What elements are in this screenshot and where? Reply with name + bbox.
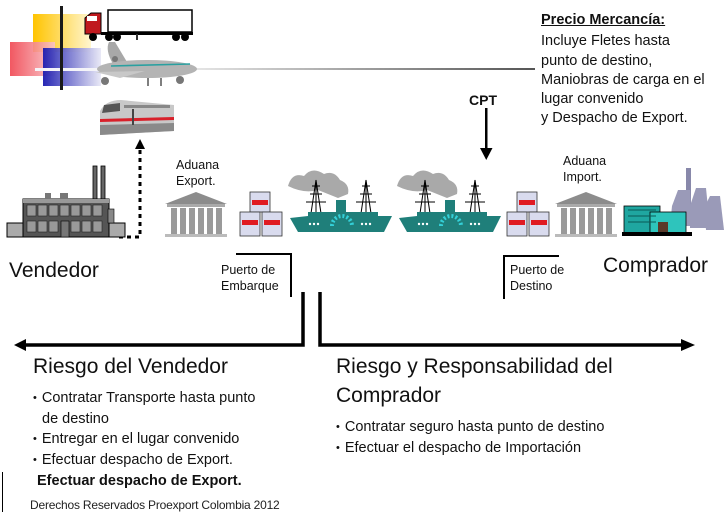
destination-port-line2: Destino	[510, 279, 553, 293]
containers-destination-icon	[506, 191, 550, 237]
seller-risk-list: Contratar Transporte hasta punto de dest…	[33, 388, 256, 471]
incoterm-label: CPT	[469, 92, 497, 108]
buyer-risk-title-line1: Riesgo y Responsabilidad del	[336, 355, 613, 378]
customs-import-building-icon	[555, 192, 617, 237]
destination-port-line1: Puerto de	[510, 263, 565, 277]
destination-port-label: Puerto de Destino	[510, 262, 564, 294]
buyer-risk-list: Contratar seguro hasta punto de destino …	[336, 417, 605, 459]
destination-port-bracket	[503, 255, 559, 299]
train-icon	[100, 100, 174, 135]
price-line: y Despacho de Export.	[541, 110, 688, 126]
seller-risk-title: Riesgo del Vendedor	[33, 355, 228, 378]
factory-icon	[6, 165, 126, 238]
origin-port-bracket	[236, 253, 292, 297]
seller-risk-item: Efectuar despacho de Export.	[33, 450, 255, 471]
divider-line	[175, 68, 535, 70]
customs-import-line2: Import.	[563, 170, 602, 184]
seller-risk-item-continuation: de destino	[42, 411, 109, 427]
seller-risk-item: Contratar Transporte hasta punto	[33, 388, 256, 409]
price-line: lugar convenido	[541, 91, 644, 107]
copyright-footer: Derechos Reservados Proexport Colombia 2…	[30, 498, 280, 512]
price-title: Precio Mercancía:	[541, 12, 666, 28]
left-edge-line	[2, 472, 3, 512]
price-line: punto de destino,	[541, 53, 653, 69]
dotted-arrow	[119, 139, 145, 239]
seller-risk-item: Entregar en el lugar convenido	[33, 429, 255, 450]
ship-icon	[397, 170, 501, 232]
origin-port-line2: Embarque	[221, 279, 279, 293]
decorative-squares	[10, 6, 150, 90]
containers-origin-icon	[239, 191, 283, 237]
origin-port-line1: Puerto de	[221, 263, 276, 277]
customs-import-line1: Aduana	[563, 154, 607, 168]
customs-export-building-icon	[165, 192, 227, 237]
buyer-label: Comprador	[603, 254, 709, 277]
seller-risk-arrow	[14, 292, 305, 351]
truck-icon	[84, 9, 193, 41]
origin-port-label: Puerto de Embarque	[221, 262, 279, 294]
cpt-down-arrow	[480, 108, 493, 160]
price-line: Maniobras de carga en el	[541, 72, 705, 88]
buyer-risk-item: Contratar seguro hasta punto de destino	[336, 417, 605, 438]
buyer-risk-arrow	[318, 292, 695, 351]
buyer-risk-title: Riesgo y Responsabilidad del Comprador	[336, 352, 613, 410]
buyer-risk-item: Efectuar el despacho de Importación	[336, 438, 604, 459]
price-line: Incluye Fletes hasta	[541, 33, 670, 49]
seller-risk-note: Efectuar despacho de Export.	[37, 473, 242, 489]
industrial-plant-icon	[622, 168, 724, 236]
customs-export-line1: Aduana	[176, 158, 220, 172]
customs-import-label: Aduana Import.	[563, 153, 606, 185]
buyer-risk-title-line2: Comprador	[336, 384, 442, 407]
airplane-icon	[95, 42, 197, 86]
ship-icon	[288, 170, 392, 232]
seller-label: Vendedor	[9, 259, 99, 282]
customs-export-line2: Export.	[176, 174, 216, 188]
customs-export-label: Aduana Export.	[176, 157, 219, 189]
